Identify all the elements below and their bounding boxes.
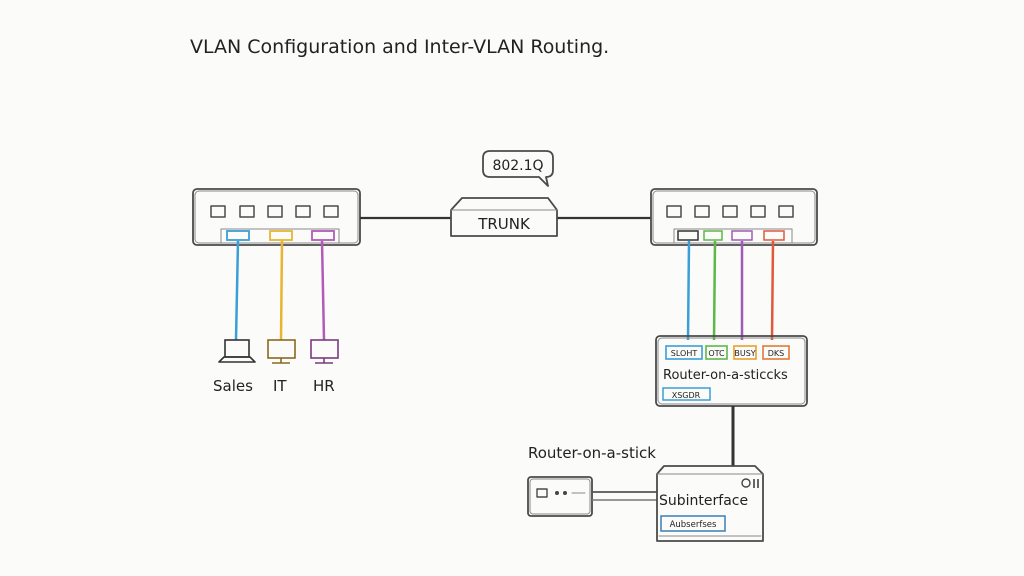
device-label-sales: Sales <box>213 377 253 395</box>
subinterface-device: Subinterface Aubserfses <box>656 465 764 542</box>
router-port-tag-4 <box>762 345 790 360</box>
laptop-sales-icon <box>218 339 256 363</box>
device-label-it: IT <box>273 377 287 395</box>
right-port-2 <box>703 230 723 241</box>
router-port-tag-label-1: SLOHT <box>671 349 698 358</box>
right-link-4 <box>770 240 775 341</box>
subinterface-tag-label: Aubserfses <box>670 520 717 530</box>
router-port-tag-2 <box>705 345 728 360</box>
right-switch <box>650 188 818 246</box>
router-panel: SLOHT OTC BUSY DKS Router-on-a-sticcks XSGD… <box>655 335 808 407</box>
router-port-tag-1 <box>665 345 703 360</box>
tag-label: 802.1Q <box>492 158 543 174</box>
right-port-1 <box>677 230 699 241</box>
left-switch <box>192 188 361 246</box>
router-footer-tag-label: XSGDR <box>672 391 701 400</box>
link-sales <box>234 240 240 341</box>
diagram-title: VLAN Configuration and Inter-VLAN Routin… <box>190 36 609 58</box>
tag-bubble: 802.1Q <box>482 150 554 187</box>
right-switch-ports <box>666 205 794 218</box>
router-port-tags: SLOHT OTC BUSY DKS <box>665 345 790 360</box>
right-link-1 <box>686 240 691 341</box>
left-port-it <box>269 230 293 241</box>
trunk-device: TRUNK <box>450 197 558 237</box>
router-stick-label: Router-on-a-stick <box>528 444 656 462</box>
router-port-tag-label-4: DKS <box>768 349 784 358</box>
router-device <box>527 476 593 517</box>
link-it <box>279 240 284 341</box>
device-label-hr: HR <box>313 377 335 395</box>
right-port-3 <box>731 230 753 241</box>
left-switch-ports <box>210 205 339 218</box>
left-port-sales <box>226 230 250 241</box>
router-port-tag-label-3: BUSY <box>734 349 755 358</box>
router-panel-label: Router-on-a-sticcks <box>663 368 788 383</box>
router-port-tag-label-2: OTC <box>708 349 725 358</box>
left-port-hr <box>311 230 335 241</box>
trunk-label: TRUNK <box>477 215 531 233</box>
right-port-4 <box>763 230 785 241</box>
monitor-hr-icon <box>310 339 339 364</box>
right-link-2 <box>712 240 717 341</box>
link-hr <box>320 240 326 341</box>
router-footer-tag <box>662 387 711 401</box>
subinterface-label: Subinterface <box>659 493 748 509</box>
monitor-it-icon <box>267 339 296 364</box>
subinterface-tag <box>660 515 726 532</box>
router-port-tag-3 <box>733 345 757 360</box>
